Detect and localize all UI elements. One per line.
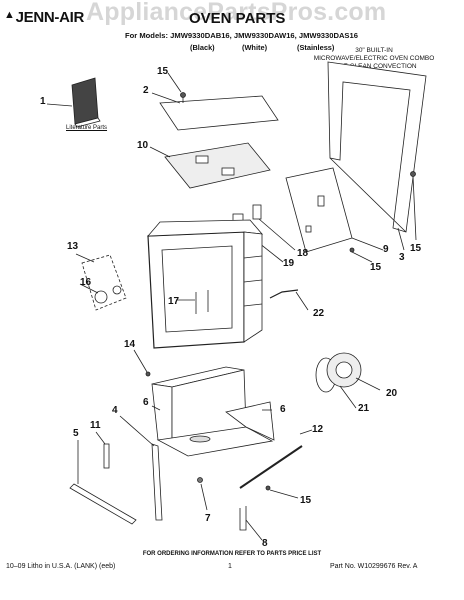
part-screw-right	[410, 171, 417, 241]
watermark: AppliancePartsPros.com	[86, 0, 387, 26]
callout-6-left: 6	[143, 397, 149, 408]
callout-5: 5	[73, 428, 79, 439]
description-line: 30" BUILT-IN	[355, 47, 393, 54]
part-back-panel	[285, 167, 384, 253]
part-screw-bottom	[133, 349, 151, 377]
variant-white: (White)	[242, 43, 268, 52]
callout-8: 8	[262, 538, 268, 549]
part-lamp-socket	[75, 253, 127, 311]
part-convection-element	[339, 385, 357, 409]
callout-17: 17	[168, 296, 180, 307]
part-screw-top	[167, 72, 186, 103]
callout-3: 3	[399, 252, 405, 263]
brand-name: JENN-AIR	[15, 9, 85, 26]
callout-9: 9	[383, 244, 389, 255]
part-long-rod	[239, 429, 313, 489]
part-small-bar	[95, 431, 110, 469]
part-clip	[239, 506, 263, 541]
brand-swoosh-icon: ▲	[4, 9, 15, 21]
part-screw-lower	[265, 485, 299, 499]
part-top-panel	[151, 92, 279, 131]
part-side-rail	[119, 415, 163, 521]
product-description: 30" BUILT-IN MICROWAVE/ELECTRIC OVEN COM…	[300, 47, 448, 71]
part-washer	[197, 477, 208, 511]
brand-logo: ▲JENN-AIR	[4, 9, 84, 26]
part-literature	[46, 77, 101, 128]
part-bottom-slide	[69, 440, 137, 525]
callout-11: 11	[90, 420, 101, 431]
litho-info: 10–09 Litho in U.S.A. (LANK) (eeb)	[6, 563, 116, 570]
part-oven-cavity	[147, 219, 263, 349]
page-title: OVEN PARTS	[189, 10, 286, 27]
part-outer-wrapper	[151, 366, 275, 457]
models-line: For Models: JMW9330DAB16, JMW9330DAW16, …	[125, 31, 358, 40]
callout-14: 14	[124, 339, 136, 350]
callout-15-lower: 15	[300, 495, 312, 506]
part-insulation	[149, 142, 271, 189]
callout-19: 19	[283, 258, 295, 269]
callout-12: 12	[312, 424, 324, 435]
callout-15-top: 15	[157, 66, 169, 77]
part-number: Part No. W10299676 Rev. A	[330, 563, 418, 570]
callout-18: 18	[297, 248, 309, 259]
variant-black: (Black)	[190, 43, 215, 52]
callout-15-mid: 15	[370, 262, 382, 273]
callout-6-right: 6	[280, 404, 286, 415]
variant-stainless: (Stainless)	[297, 43, 335, 52]
callout-1: 1	[40, 96, 46, 107]
callout-10: 10	[137, 140, 149, 151]
description-line: MICROWAVE/ELECTRIC OVEN COMBO	[313, 55, 435, 62]
part-wire-harness	[269, 289, 309, 311]
callout-15-right: 15	[410, 243, 422, 254]
callout-21: 21	[358, 403, 370, 414]
part-screw-mid	[349, 247, 373, 263]
callout-7: 7	[205, 513, 211, 524]
callout-13: 13	[67, 241, 79, 252]
callout-22: 22	[313, 308, 325, 319]
callout-4: 4	[112, 405, 118, 416]
page-number: 1	[228, 563, 232, 570]
callout-20: 20	[386, 388, 398, 399]
part-trim-frame	[327, 61, 427, 251]
literature-parts-label: Literature Parts	[66, 125, 108, 131]
callout-16: 16	[80, 277, 92, 288]
ordering-notice: FOR ORDERING INFORMATION REFER TO PARTS …	[142, 551, 322, 557]
description-line: SELF-CLEAN CONVECTION	[331, 63, 417, 70]
callout-2: 2	[143, 85, 149, 96]
part-convection-fan	[315, 352, 381, 393]
